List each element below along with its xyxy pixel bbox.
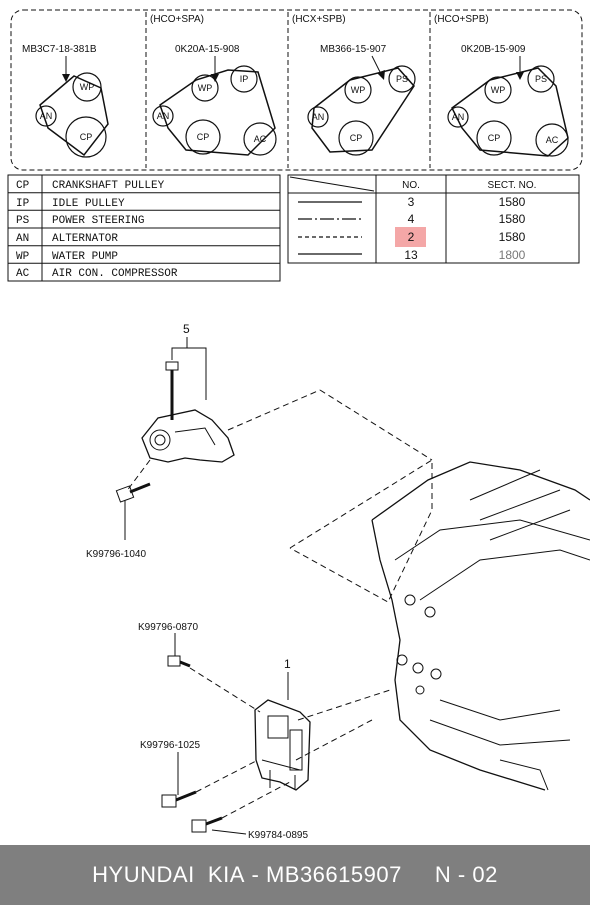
belt-number-table: NO. SECT. NO. 3 1580 4 1580 2 1580 13 18… bbox=[287, 174, 580, 264]
svg-text:CP: CP bbox=[197, 132, 210, 142]
pulley-wp bbox=[344, 76, 372, 104]
belt-diagram: MB3C7-18-381B WP AN CP (HCO+SPA) 0K20A-1… bbox=[7, 9, 590, 841]
pulley-ps bbox=[527, 65, 555, 93]
pulley-an bbox=[447, 106, 469, 128]
legend-code: WP bbox=[16, 251, 30, 263]
legend-code: IP bbox=[16, 198, 30, 210]
layout-2-part-no: 0K20A-15-908 bbox=[175, 44, 240, 55]
svg-text:PS: PS bbox=[396, 74, 408, 84]
legend-name: CRANKSHAFT PULLEY bbox=[52, 180, 165, 192]
callout-bolt-a: K99796-1040 bbox=[86, 549, 146, 560]
footer-part-number: MB36615907 bbox=[265, 862, 402, 887]
layout-2-variant: (HCO+SPA) bbox=[150, 14, 204, 25]
legend-name: IDLE PULLEY bbox=[52, 198, 125, 210]
belt-layout-4: (HCO+SPB) 0K20B-15-909 PS WP AN CP AC bbox=[434, 14, 569, 157]
col-header-sect: SECT. NO. bbox=[488, 180, 537, 191]
legend-name: WATER PUMP bbox=[52, 251, 118, 263]
callout-item-5: 5 bbox=[183, 322, 190, 336]
svg-text:IP: IP bbox=[240, 74, 249, 84]
svg-text:WP: WP bbox=[351, 85, 366, 95]
pulley-ac bbox=[535, 123, 569, 157]
legend-code: PS bbox=[16, 215, 30, 227]
footer-separator: - bbox=[244, 862, 266, 887]
legend-name: ALTERNATOR bbox=[52, 233, 118, 245]
svg-text:CP: CP bbox=[488, 133, 501, 143]
svg-text:CP: CP bbox=[350, 133, 363, 143]
pulley-an bbox=[307, 106, 329, 128]
belt-sect: 1580 bbox=[499, 212, 526, 226]
callout-bolt-d: K99784-0895 bbox=[248, 830, 308, 841]
footer-page: N - 02 bbox=[434, 862, 498, 887]
svg-text:AN: AN bbox=[40, 111, 53, 121]
svg-text:AN: AN bbox=[452, 112, 465, 122]
belt-no: 3 bbox=[408, 195, 415, 209]
pulley-ac bbox=[243, 122, 277, 156]
belt-layout-3: (HCX+SPB) MB366-15-907 PS WP AN CP bbox=[292, 14, 416, 156]
belt-sect: 1580 bbox=[499, 230, 526, 244]
belt-sect: 1580 bbox=[499, 195, 526, 209]
callout-bolt-b: K99796-0870 bbox=[138, 622, 198, 633]
callout-bolt-c: K99796-1025 bbox=[140, 740, 200, 751]
legend-code: AC bbox=[16, 268, 30, 280]
pulley-cp bbox=[185, 119, 221, 155]
pulley-legend-table: CP CRANKSHAFT PULLEY IP IDLE PULLEY PS P… bbox=[7, 174, 281, 282]
pulley-cp bbox=[65, 116, 107, 158]
pulley-wp bbox=[72, 72, 102, 102]
footer-bar: HYUNDAI KIA - MB36615907 N - 02 bbox=[0, 845, 590, 905]
pulley-an bbox=[152, 105, 174, 127]
pulley-cp bbox=[476, 120, 512, 156]
belt-layout-2: (HCO+SPA) 0K20A-15-908 IP WP AN CP AC bbox=[150, 14, 277, 156]
pulley-cp bbox=[338, 120, 374, 156]
layout-3-part-no: MB366-15-907 bbox=[320, 44, 387, 55]
svg-text:WP: WP bbox=[491, 85, 506, 95]
belt-layout-1: MB3C7-18-381B WP AN CP bbox=[22, 44, 109, 158]
legend-code: CP bbox=[16, 180, 30, 192]
svg-text:WP: WP bbox=[198, 83, 213, 93]
upper-bracket-assembly: 5 K99796-1040 bbox=[86, 322, 433, 560]
svg-text:AC: AC bbox=[254, 134, 267, 144]
svg-text:PS: PS bbox=[535, 74, 547, 84]
pulley-wp bbox=[484, 76, 512, 104]
callout-item-1: 1 bbox=[284, 657, 291, 671]
svg-text:WP: WP bbox=[80, 82, 95, 92]
pulley-ps bbox=[388, 65, 416, 93]
engine-block bbox=[289, 459, 590, 791]
col-header-no: NO. bbox=[402, 180, 420, 191]
highlight-cell bbox=[395, 227, 426, 247]
svg-text:AC: AC bbox=[546, 135, 559, 145]
pulley-ip bbox=[230, 65, 258, 93]
belt-no: 4 bbox=[408, 212, 415, 226]
svg-text:AN: AN bbox=[312, 112, 325, 122]
legend-name: AIR CON. COMPRESSOR bbox=[52, 268, 178, 280]
pulley-wp bbox=[191, 74, 219, 102]
lower-bracket-assembly: K99796-0870 1 K99796-1025 K99784-0895 bbox=[138, 622, 391, 841]
footer-brand: HYUNDAI KIA bbox=[92, 862, 245, 887]
svg-text:AN: AN bbox=[157, 111, 170, 121]
layout-4-variant: (HCO+SPB) bbox=[434, 14, 489, 25]
layout-4-part-no: 0K20B-15-909 bbox=[461, 44, 526, 55]
svg-text:CP: CP bbox=[80, 132, 93, 142]
belt-no: 13 bbox=[404, 248, 418, 262]
belt-sect: 1800 bbox=[499, 248, 526, 262]
legend-name: POWER STEERING bbox=[52, 215, 144, 227]
belt-no-highlighted: 2 bbox=[408, 230, 415, 244]
pulley-an bbox=[35, 105, 57, 127]
belt-layout-frame bbox=[10, 9, 583, 171]
layout-1-part-no: MB3C7-18-381B bbox=[22, 44, 97, 55]
legend-code: AN bbox=[16, 233, 29, 245]
layout-3-variant: (HCX+SPB) bbox=[292, 14, 346, 25]
